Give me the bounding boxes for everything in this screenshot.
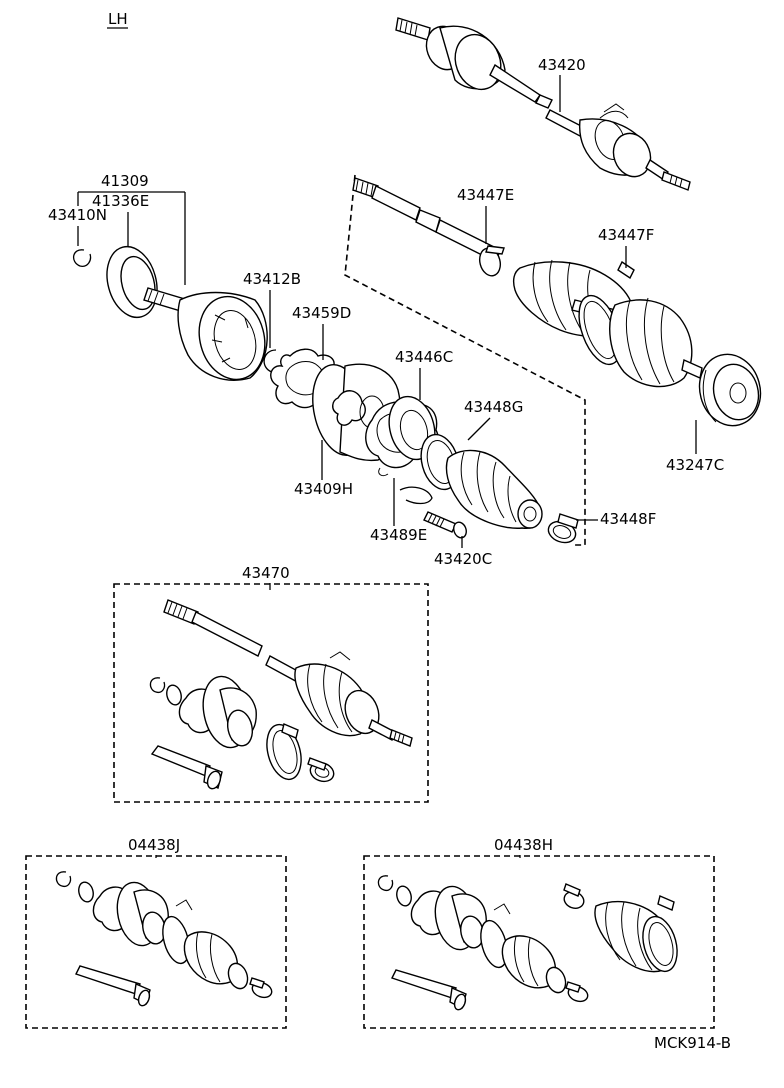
label-43447F: 43447F — [598, 226, 654, 244]
kit-box-04438H — [363, 855, 715, 1029]
side-label: LH — [108, 10, 128, 28]
outer-joint-41309 — [143, 287, 268, 381]
kit-04438J-parts — [55, 871, 273, 1007]
kit-04438H-parts — [377, 875, 678, 1011]
bolt-43420C — [423, 511, 467, 539]
inner-boot — [445, 449, 543, 529]
label-41309: 41309 — [101, 172, 149, 190]
label-41336E: 41336E — [92, 192, 149, 210]
label-04438H: 04438H — [494, 836, 553, 854]
drive-shaft-assembly-top — [395, 17, 691, 191]
bracket-41309 — [77, 191, 186, 285]
label-43447E: 43447E — [457, 186, 514, 204]
kit-box-43470 — [113, 583, 429, 803]
label-43247C: 43247C — [666, 456, 724, 474]
label-43448F: 43448F — [600, 510, 656, 528]
leader-43448G — [467, 417, 491, 441]
washer-41336E — [106, 245, 158, 319]
snap-ring-43410N — [73, 249, 92, 267]
dust-deflector-43247C — [698, 353, 762, 427]
label-43412B: 43412B — [243, 270, 301, 288]
label-43470: 43470 — [242, 564, 290, 582]
label-43420C: 43420C — [434, 550, 492, 568]
label-43420: 43420 — [538, 56, 586, 74]
boot-clamp-43448F — [547, 513, 579, 544]
inner-joint-housing-43409H — [312, 363, 402, 462]
label-43446C: 43446C — [395, 348, 453, 366]
boot-band-43447E — [478, 245, 505, 277]
kit-box-04438J — [25, 855, 287, 1029]
label-04438J: 04438J — [128, 836, 180, 854]
inner-outer-boot — [609, 297, 703, 388]
clip-43489E — [399, 486, 433, 505]
label-43489E: 43489E — [370, 526, 427, 544]
label-43409H: 43409H — [294, 480, 353, 498]
label-43459D: 43459D — [292, 304, 351, 322]
boot-band-43447F — [578, 260, 635, 366]
label-43410N: 43410N — [48, 206, 107, 224]
kit-43470-parts — [149, 599, 413, 790]
label-43448G: 43448G — [464, 398, 523, 416]
drawing-code: MCK914-B — [654, 1034, 731, 1052]
dashed-group-boundary — [344, 174, 586, 546]
